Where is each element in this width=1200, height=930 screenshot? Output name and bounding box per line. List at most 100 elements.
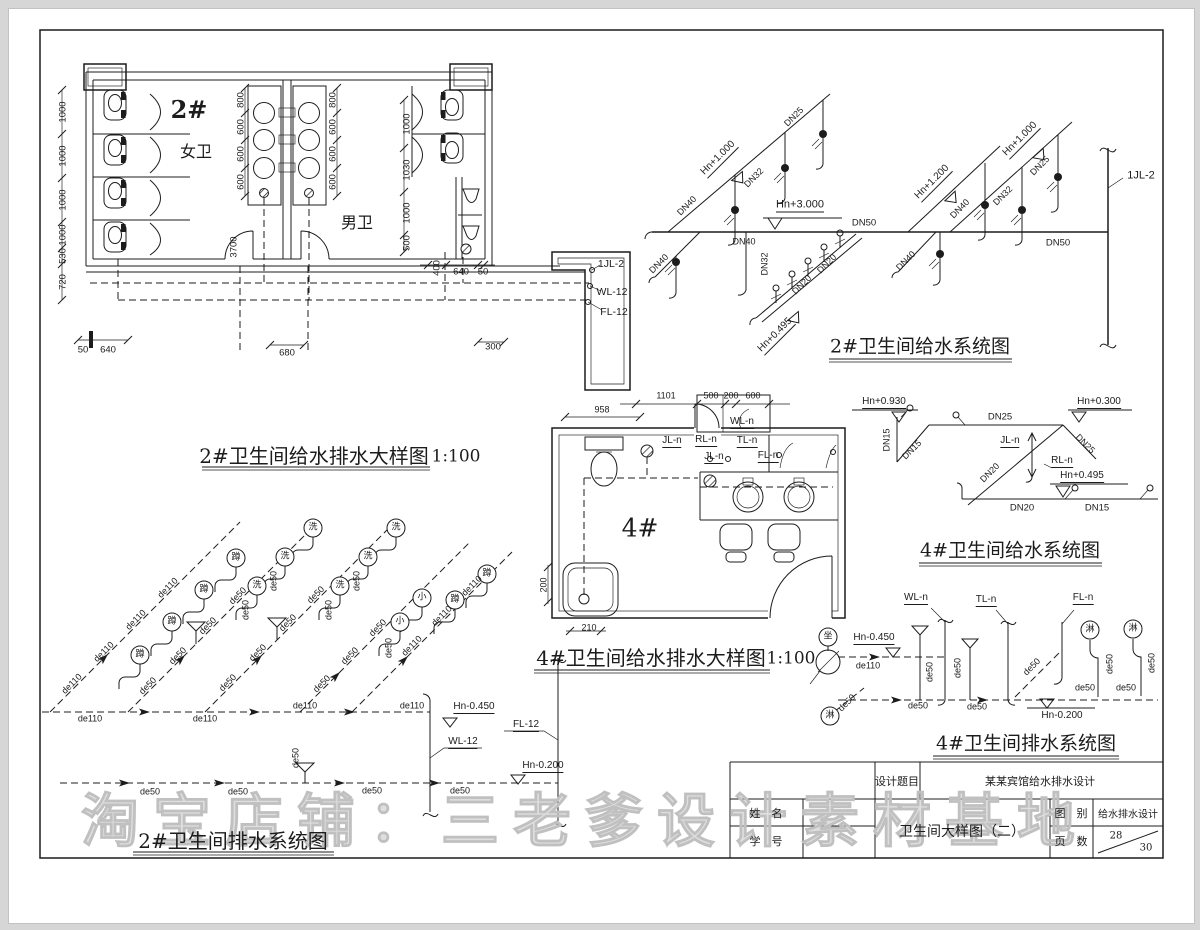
drawing-label: de110 xyxy=(855,660,881,671)
drawing-label: DN50 xyxy=(1045,237,1071,249)
drawing-label: 600 xyxy=(327,174,339,190)
drawing-label: DN25 xyxy=(987,411,1013,423)
fixture-symbol: 小 xyxy=(412,588,432,608)
title-plan-4: 4#卫生间给水排水大样图 xyxy=(536,646,766,670)
drawing-label: JL-n xyxy=(704,451,724,464)
titleblock-pages-label: 页 数 xyxy=(1054,835,1088,848)
drawing-label: de50 xyxy=(323,599,334,621)
drawing-label: DN40 xyxy=(732,236,756,247)
drawing-sheet xyxy=(8,8,1195,924)
drawing-label: de50 xyxy=(339,645,361,667)
drawing-label: FL-n xyxy=(1072,592,1094,605)
drawing-label: DN20 xyxy=(814,251,839,276)
drawing-label: Hn+1.200 xyxy=(912,162,953,203)
drawing-label: 1JL-2 xyxy=(1127,169,1155,182)
fixture-symbol: 洗 xyxy=(330,576,350,596)
drawing-label: 1000 xyxy=(57,224,69,246)
drawing-label: 50 xyxy=(77,344,89,356)
room-label-women: 女卫 xyxy=(179,142,213,161)
drawing-label: 600 xyxy=(327,146,339,162)
drawing-label: de110 xyxy=(59,671,84,696)
drawing-label: de110 xyxy=(292,700,318,711)
drain-4-linework xyxy=(809,607,1158,760)
drawing-label: DN25 xyxy=(1073,431,1098,456)
title-drain-2: 2#卫生间排水系统图 xyxy=(138,829,328,853)
plan-4-linework xyxy=(534,394,846,674)
drawing-label: de50 xyxy=(449,785,471,796)
drawing-label: Hn+1.000 xyxy=(698,138,739,179)
drawing-label: TL-n xyxy=(736,435,758,448)
drawing-label: FL-12 xyxy=(600,305,628,318)
drawing-label: Hn+0.930 xyxy=(862,396,906,409)
drawing-label: 210 xyxy=(581,622,597,633)
plan-2-linework xyxy=(57,63,631,471)
drawing-label: de110 xyxy=(399,700,425,711)
drawing-label: Hn+0.495 xyxy=(755,315,796,356)
drawing-label: 1000 xyxy=(401,113,413,135)
drawing-label: de50 xyxy=(907,700,929,711)
titleblock-category-value: 给水排水设计 xyxy=(1098,809,1158,821)
drawing-label: DN20 xyxy=(789,272,814,297)
drawing-label: RL-n xyxy=(1051,455,1073,468)
drawing-label: de110 xyxy=(399,633,424,658)
titleblock-drawing-name: 卫生间大样图（二） xyxy=(899,824,1025,840)
fixture-symbol: 小 xyxy=(390,612,410,632)
titleblock-category-label: 图 别 xyxy=(1054,807,1088,820)
drawing-label: Hn-0.200 xyxy=(1041,710,1083,721)
drain-2-linework xyxy=(42,521,567,856)
drawing-label: DN40 xyxy=(947,196,972,221)
drawing-label: DN40 xyxy=(674,193,699,218)
drawing-label: 640 xyxy=(100,344,116,356)
title-drain-4: 4#卫生间排水系统图 xyxy=(935,732,1117,755)
drawing-label: Hn+3.000 xyxy=(775,198,825,213)
drawing-label: WL-12 xyxy=(448,736,478,749)
drawing-label: Hn+0.495 xyxy=(1060,470,1104,483)
titleblock-name-label: 姓 名 xyxy=(749,807,783,820)
drawing-label: DN32 xyxy=(990,183,1015,208)
drawing-label: 1:100 xyxy=(431,446,481,467)
drawing-label: de50 xyxy=(167,645,189,667)
drawing-label: de50 xyxy=(227,786,249,797)
drawing-label: de50 xyxy=(361,785,383,796)
drawing-label: 720 xyxy=(57,274,69,290)
drawing-label: DN15 xyxy=(881,428,892,452)
drawing-label: Hn-0.450 xyxy=(853,632,895,645)
drawing-label: 50 xyxy=(477,266,489,278)
drawing-label: 200 xyxy=(538,577,549,593)
fixture-symbol: 洗 xyxy=(386,518,406,538)
drawing-label: DN40 xyxy=(646,251,671,276)
drawing-label: de50 xyxy=(952,657,963,679)
drawing-label: de110 xyxy=(429,603,454,628)
drawing-label: 958 xyxy=(594,404,610,415)
drawing-label: DN20 xyxy=(977,460,1002,485)
fixture-symbol: 蹲 xyxy=(130,645,150,665)
drawing-label: 800 xyxy=(235,92,247,108)
title-block-grid xyxy=(729,761,1163,858)
fixture-symbol: 淋 xyxy=(1080,620,1100,640)
room-id-2: 2# xyxy=(170,95,208,124)
drawing-label: de50 xyxy=(1074,682,1096,693)
fixture-symbol: 蹲 xyxy=(162,612,182,632)
drawing-label: de50 xyxy=(351,570,362,592)
room-id-4: 4# xyxy=(621,513,659,543)
drawing-label: TL-n xyxy=(975,594,997,607)
fixture-symbol: 蹲 xyxy=(226,548,246,568)
drawing-label: de110 xyxy=(192,713,218,724)
drawing-label: 500 xyxy=(401,235,413,251)
drawing-label: de110 xyxy=(155,575,180,600)
supply-2-linework xyxy=(644,93,1124,363)
drawing-label: Hn+0.300 xyxy=(1077,396,1121,409)
drawing-label: JL-n xyxy=(662,435,682,448)
drawing-label: 600 xyxy=(235,119,247,135)
drawing-label: de50 xyxy=(240,599,251,621)
drawing-label: de110 xyxy=(123,607,148,632)
drawing-label: de110 xyxy=(459,573,484,598)
drawing-label: de50 xyxy=(217,672,239,694)
drawing-label: DN40 xyxy=(893,248,918,273)
fixture-symbol: 洗 xyxy=(275,547,295,567)
fixture-symbol: 洗 xyxy=(247,576,267,596)
drawing-label: de50 xyxy=(197,615,219,637)
titleblock-design-title-label: 设计题目 xyxy=(875,775,919,788)
